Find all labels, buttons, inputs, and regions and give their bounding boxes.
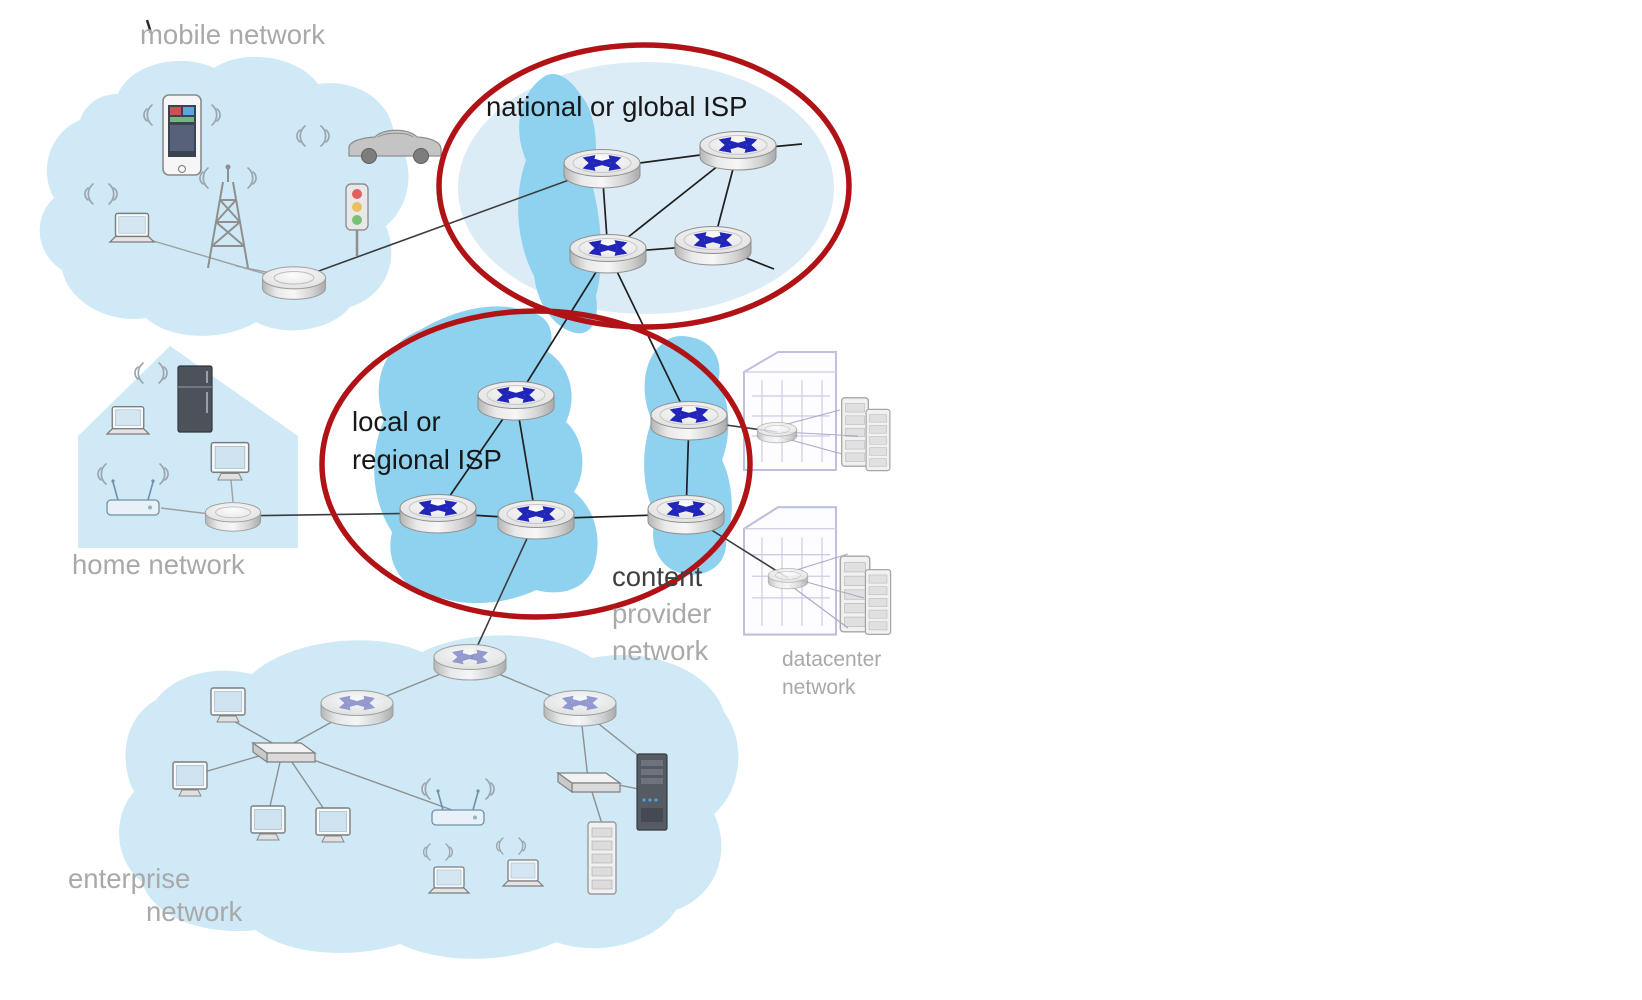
local-isp-label-line1: local or xyxy=(352,406,441,437)
mobile-router-icon xyxy=(261,266,327,300)
enterprise-router-icon xyxy=(321,691,393,727)
server-rack-icon xyxy=(865,408,891,472)
smart-fridge-icon xyxy=(177,365,213,433)
datacenter-label-line2: network xyxy=(782,676,856,699)
enterprise-router-icon xyxy=(544,691,616,727)
national-isp-label: national or global ISP xyxy=(486,91,747,122)
datacenter-label-line1: datacenter xyxy=(782,648,881,671)
router-icon xyxy=(564,150,640,189)
content-provider-label-line2: provider xyxy=(612,598,711,629)
datacenter-upper xyxy=(743,351,891,472)
server-rack-icon xyxy=(864,568,892,636)
server-rack-icon xyxy=(841,397,869,467)
datacenter-router-icon xyxy=(767,568,809,590)
enterprise-router-icon xyxy=(434,645,506,681)
mobile-network-label: mobile network xyxy=(140,19,325,50)
home-device-links xyxy=(160,479,234,515)
stray-ink-mark xyxy=(145,19,153,34)
laptop-icon xyxy=(109,212,155,243)
home-router-icon xyxy=(204,502,262,532)
server-rack-icon xyxy=(587,821,617,895)
enterprise-label-line1: enterprise xyxy=(68,863,190,894)
router-icon xyxy=(400,495,476,534)
router-icon xyxy=(675,227,751,266)
national-isp-circle-annotation xyxy=(436,42,852,330)
mobile-network-cloud-shape xyxy=(39,56,409,336)
router-icon xyxy=(498,501,574,540)
smartphone-icon xyxy=(162,94,202,176)
home-network-house-shape xyxy=(78,346,298,548)
local-isp-circle-annotation xyxy=(319,308,753,620)
router-icon xyxy=(700,132,776,171)
local-isp-label-line2: regional ISP xyxy=(352,444,502,475)
office-building-icon xyxy=(743,351,837,471)
ethernet-switch-icon xyxy=(557,772,621,793)
home-network-label: home network xyxy=(72,549,245,580)
router-icon xyxy=(651,402,727,441)
laptop-icon xyxy=(502,859,544,887)
server-tower-icon xyxy=(636,753,668,831)
content-provider-label-line3: network xyxy=(612,635,709,666)
laptop-icon xyxy=(106,406,150,435)
ethernet-switch-icon xyxy=(252,742,316,763)
router-icon xyxy=(648,496,724,535)
laptop-icon xyxy=(428,866,470,894)
router-icon xyxy=(478,382,554,421)
content-provider-label-line1: content xyxy=(612,561,703,592)
datacenter-router-icon xyxy=(756,422,798,444)
enterprise-label-line2: network xyxy=(146,896,243,927)
router-icon xyxy=(570,235,646,274)
datacenter-lower xyxy=(742,506,892,636)
